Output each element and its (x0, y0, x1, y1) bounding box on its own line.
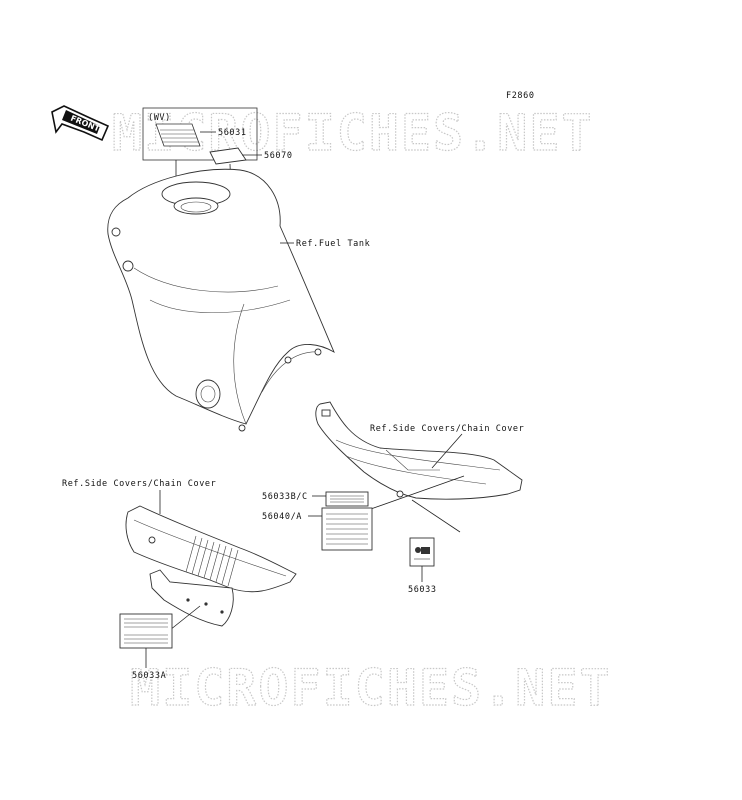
variant-box: (WV) 56031 (142, 107, 258, 161)
ref-side-covers-right-label: Ref.Side Covers/Chain Cover (370, 424, 524, 434)
part-56070-label: 56070 (264, 151, 293, 161)
decal-56033 (409, 537, 435, 567)
ref-side-covers-left-label: Ref.Side Covers/Chain Cover (62, 479, 216, 489)
part-56033-label: 56033 (408, 585, 437, 595)
watermark-bottom: MICROFICHES.NET (130, 659, 612, 717)
part-56031-label: 56031 (218, 128, 247, 138)
part-56033a-label: 56033A (132, 671, 166, 681)
decal-56033a (119, 613, 173, 649)
fuel-tank (107, 168, 335, 432)
variant-box-label: (WV) (148, 113, 171, 123)
front-arrow-icon: FRONT (51, 105, 110, 142)
side-cover-left (125, 505, 297, 627)
decal-56031 (155, 123, 201, 147)
part-56040-a-label: 56040/A (262, 512, 302, 522)
decal-56033b-c (325, 491, 369, 507)
decal-56040-a (321, 507, 373, 551)
figure-code: F2860 (506, 91, 535, 101)
part-56033b-c-label: 56033B/C (262, 492, 308, 502)
ref-fuel-tank-label: Ref.Fuel Tank (296, 239, 370, 249)
side-cover-right (315, 401, 523, 500)
decal-56070 (209, 147, 247, 165)
